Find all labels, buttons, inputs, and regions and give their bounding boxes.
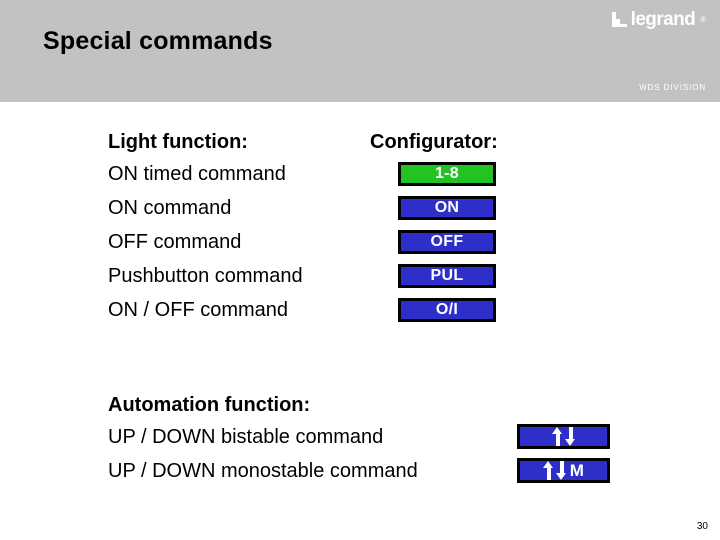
configurator-badge-timed: 1-8 xyxy=(398,162,496,186)
page-number: 30 xyxy=(696,521,708,532)
configurator-badge-updown-bistable xyxy=(517,424,610,449)
configurator-badge-on: ON xyxy=(398,196,496,220)
row-label: UP / DOWN monostable command xyxy=(108,460,418,482)
row-label: OFF command xyxy=(108,231,242,253)
row-label: ON / OFF command xyxy=(108,299,289,321)
configurator-badge-updown-monostable: M xyxy=(517,458,610,483)
monostable-suffix-label: M xyxy=(569,461,585,480)
configurator-badge-off: OFF xyxy=(398,230,496,254)
up-arrow-icon xyxy=(551,427,563,446)
slide-content: Light function: Configurator: ON timed c… xyxy=(0,102,720,540)
row-label: ON command xyxy=(108,197,232,219)
light-function-heading: Light function: xyxy=(108,131,248,153)
row-label: UP / DOWN bistable command xyxy=(108,426,384,448)
configurator-heading: Configurator: xyxy=(370,131,498,153)
updown-arrows: M xyxy=(542,461,585,480)
down-arrow-icon xyxy=(555,461,567,480)
division-label: WDS DIVISION xyxy=(639,83,706,92)
down-arrow-icon xyxy=(564,427,576,446)
configurator-badge-on-off: O/I xyxy=(398,298,496,322)
page-title: Special commands xyxy=(43,27,273,55)
legrand-wordmark: legrand xyxy=(630,8,696,30)
updown-arrows xyxy=(551,427,576,446)
header-band: Special commands legrand ® WDS DIVISION xyxy=(0,0,720,102)
automation-function-heading: Automation function: xyxy=(108,394,311,416)
legrand-mark-icon xyxy=(611,11,627,27)
registered-trademark-icon: ® xyxy=(700,14,706,24)
row-label: ON timed command xyxy=(108,163,286,185)
up-arrow-icon xyxy=(542,461,554,480)
legrand-logo: legrand ® xyxy=(611,8,706,30)
configurator-badge-pul: PUL xyxy=(398,264,496,288)
row-label: Pushbutton command xyxy=(108,265,303,287)
